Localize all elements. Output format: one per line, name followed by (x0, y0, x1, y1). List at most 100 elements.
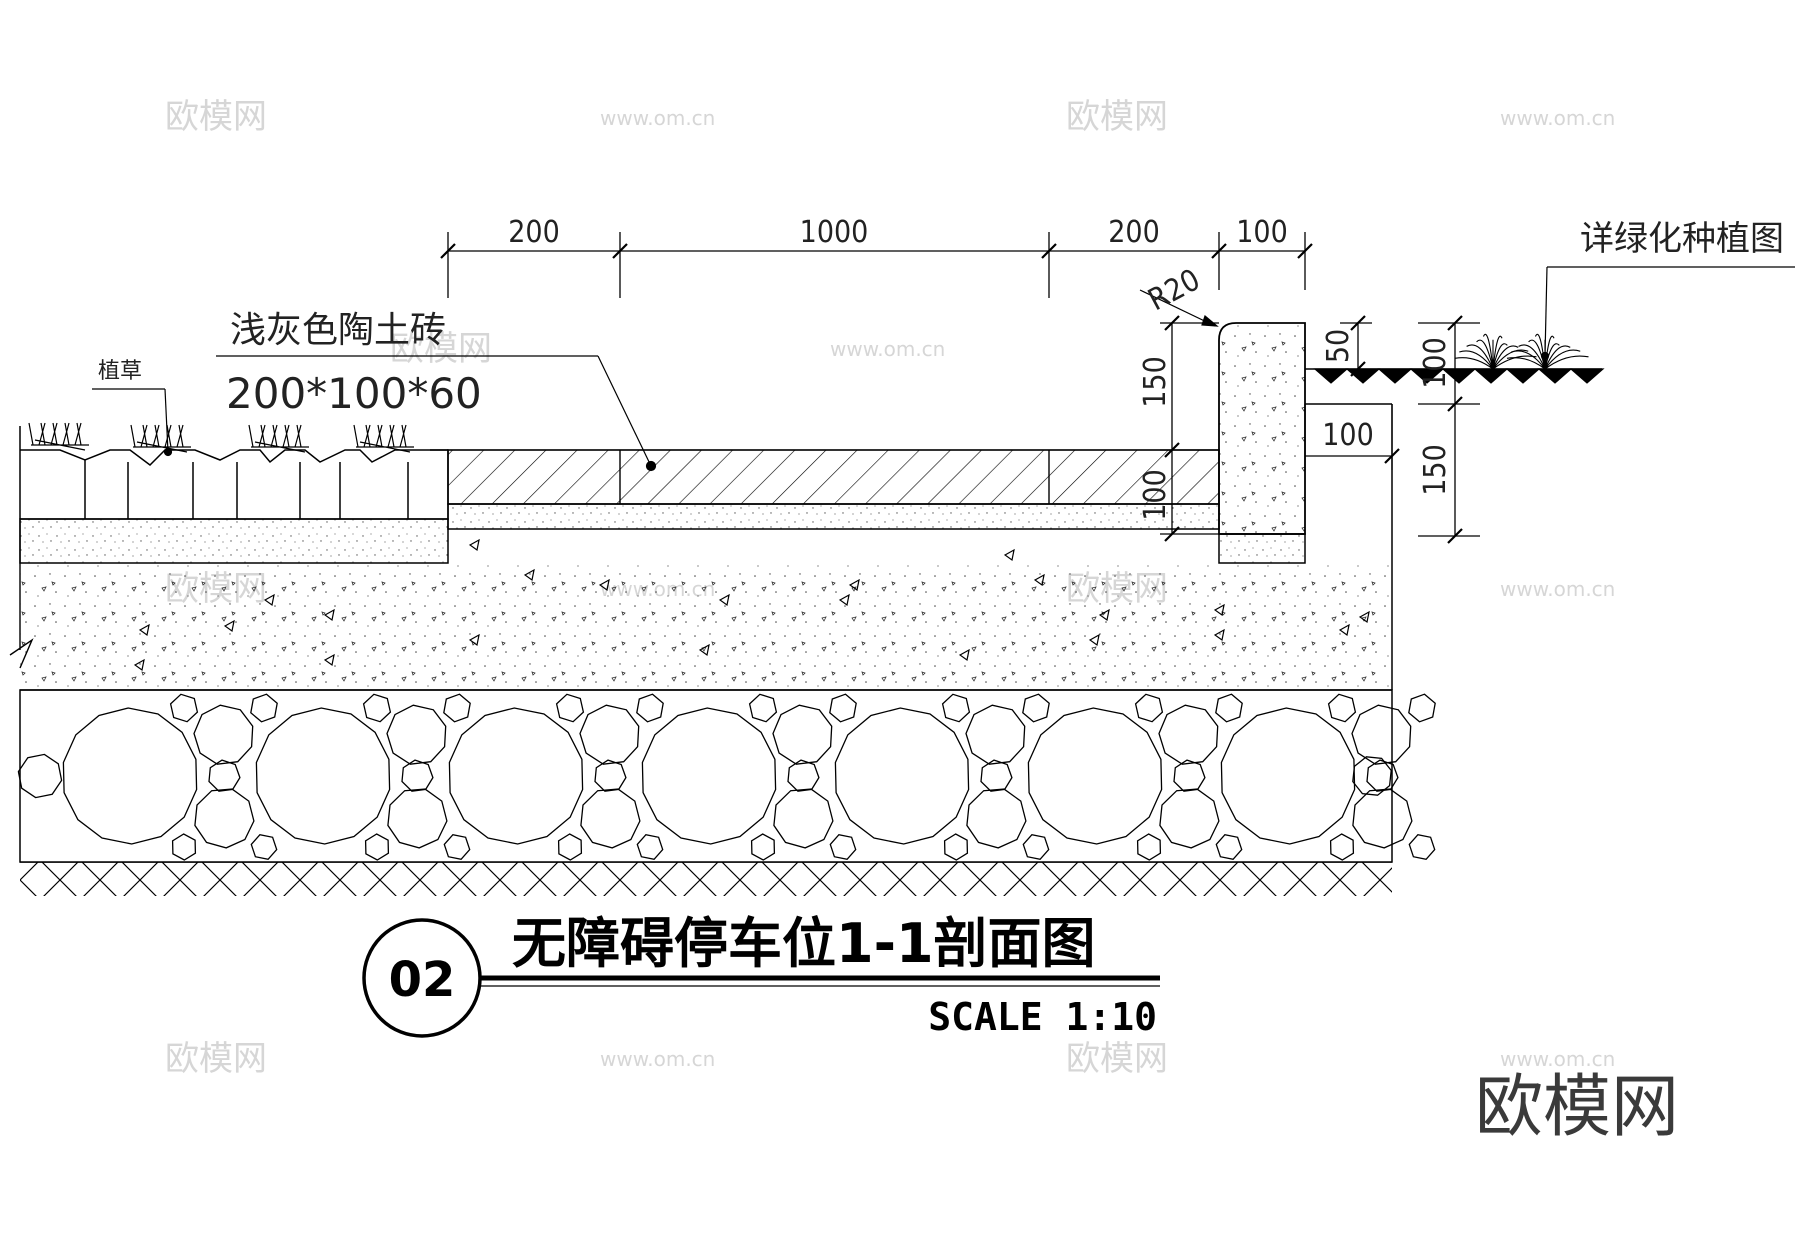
aggregate-mark (958, 648, 970, 662)
watermark-brand: 欧模网 (390, 329, 492, 369)
stone (443, 693, 471, 723)
dim-paving-100: 100 (1138, 469, 1173, 521)
stone (387, 788, 448, 849)
stone (194, 788, 255, 849)
stone (362, 693, 392, 723)
rubble-base (17, 689, 1436, 863)
dim-r20: R20 (1143, 262, 1206, 318)
stone (386, 704, 447, 765)
planting-soil (1305, 368, 1605, 470)
label-planting-ref: 详绿化种植图 (1580, 219, 1784, 259)
grass-tuft (353, 424, 414, 453)
stone (1158, 704, 1219, 765)
stone (557, 833, 583, 861)
stone (829, 833, 857, 861)
aggregate-mark (263, 593, 275, 607)
stone (208, 759, 241, 792)
watermark-url: www.om.cn (830, 337, 945, 361)
grass-tuft (248, 424, 309, 453)
stone (1408, 693, 1436, 723)
stone (62, 707, 198, 845)
dim-right-150: 150 (1418, 444, 1453, 496)
dim-200-left: 200 (508, 215, 560, 250)
stone (748, 693, 778, 723)
stone (448, 707, 584, 845)
stone (555, 693, 585, 723)
grass-tuft (130, 424, 191, 453)
label-paver-name: 浅灰色陶土砖 (230, 310, 446, 351)
stone (943, 833, 969, 861)
stone (1173, 759, 1206, 792)
stone (636, 833, 664, 861)
stone (594, 759, 627, 792)
dim-1000: 1000 (800, 215, 869, 250)
stone (1215, 693, 1243, 723)
stone (834, 707, 970, 845)
watermark-brand: 欧模网 (165, 1039, 267, 1079)
stone (1215, 833, 1243, 861)
watermark-brand: 欧模网 (165, 97, 267, 137)
right-dims (1304, 315, 1480, 544)
aggregate-mark (1358, 610, 1370, 624)
dim-200-right: 200 (1108, 215, 1160, 250)
stone (1022, 833, 1050, 861)
concrete-base (20, 470, 1393, 691)
dim-right-100b: 100 (1322, 418, 1374, 453)
soil-mark (1505, 368, 1541, 384)
watermark-url: www.om.cn (600, 1047, 715, 1071)
stone (1159, 788, 1220, 849)
stone (829, 693, 857, 723)
dim-100: 100 (1236, 215, 1288, 250)
grass-tuft (28, 422, 89, 451)
aggregate-mark (468, 633, 480, 647)
label-paver-size: 200*100*60 (226, 369, 482, 418)
aggregate-mark (133, 658, 145, 672)
stone (250, 693, 278, 723)
stone (443, 833, 471, 861)
shrub (1506, 333, 1589, 370)
grass-pavers (19, 422, 449, 520)
drawing-number: 02 (389, 952, 456, 1008)
aggregate-mark (1033, 573, 1045, 587)
dim-right-50: 50 (1321, 329, 1356, 363)
stone (171, 833, 197, 861)
planting-leader (1540, 266, 1795, 361)
aggregate-mark (323, 653, 335, 667)
watermark-logo: 欧模网 (1475, 1068, 1679, 1147)
paver-leader (216, 355, 657, 472)
stone (773, 788, 834, 849)
stone (169, 693, 199, 723)
stone (1327, 693, 1357, 723)
aggregate-mark (718, 593, 730, 607)
stone (17, 753, 63, 799)
stone (579, 704, 640, 765)
stone (580, 788, 641, 849)
watermark-url: www.om.cn (600, 106, 715, 130)
drawing-scale: SCALE 1:10 (928, 995, 1157, 1039)
stone (193, 704, 254, 765)
stone (966, 788, 1027, 849)
soil-mark (1377, 368, 1413, 384)
watermark-url: www.om.cn (1500, 1047, 1615, 1071)
title-block: 02 无障碍停车位1-1剖面图 SCALE 1:10 (362, 912, 1160, 1039)
soil-mark (1569, 368, 1605, 384)
dim-right-100: 100 (1418, 337, 1453, 389)
stone (1220, 707, 1356, 845)
soil-mark (1537, 368, 1573, 384)
curb-dims (1160, 315, 1219, 542)
compacted-subgrade (20, 862, 1392, 896)
stone (1352, 756, 1392, 796)
soil-mark (1473, 368, 1509, 384)
stone (641, 707, 777, 845)
aggregate-mark (1213, 628, 1225, 642)
aggregate-mark (838, 593, 850, 607)
watermark-url: www.om.cn (1500, 577, 1615, 601)
stone (1022, 693, 1050, 723)
stone (255, 707, 391, 845)
stone (1329, 833, 1355, 861)
stone (1408, 833, 1436, 861)
watermark-url: www.om.cn (1500, 106, 1615, 130)
aggregate-mark (848, 578, 860, 592)
watermark-brand: 欧模网 (1066, 97, 1168, 137)
aggregate-mark (1213, 603, 1225, 617)
